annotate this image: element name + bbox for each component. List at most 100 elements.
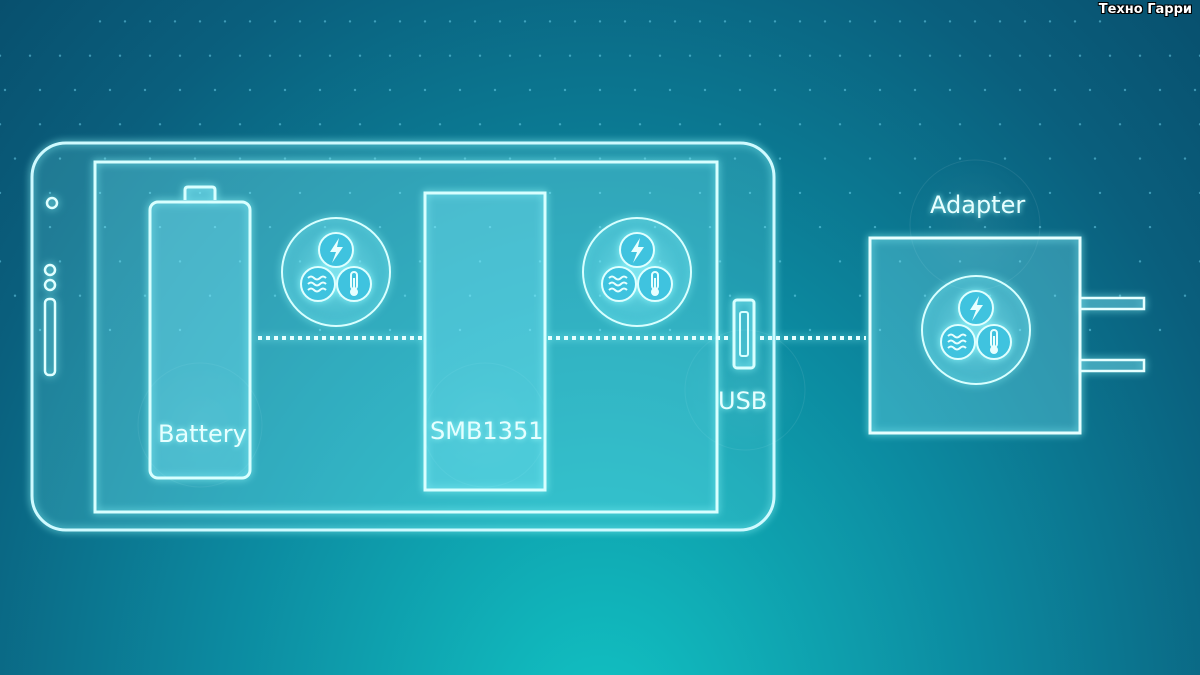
background-dot: [1048, 54, 1052, 57]
background-dot: [58, 157, 62, 160]
background-dot: [1138, 157, 1142, 160]
background-dot: [958, 157, 962, 160]
background-dot: [798, 191, 802, 195]
background-dot: [1098, 20, 1102, 23]
background-dot: [843, 88, 847, 92]
background-dot: [238, 54, 242, 57]
usb-port: [732, 298, 756, 370]
smb1351-chip: [423, 191, 547, 492]
background-dot: [858, 294, 862, 297]
battery-block: [148, 185, 252, 480]
background-dot: [268, 54, 272, 57]
background-dot: [458, 328, 462, 332]
background-dot: [838, 54, 842, 57]
background-dot: [598, 225, 602, 229]
background-dot: [38, 88, 42, 92]
background-dot: [373, 157, 377, 160]
chip-label: SMB1351: [430, 417, 544, 445]
background-dot: [1053, 294, 1057, 297]
background-dot: [1158, 88, 1162, 92]
background-dot: [278, 123, 282, 126]
background-dot: [1158, 123, 1162, 126]
background-dot: [1148, 225, 1152, 229]
background-dot: [808, 328, 812, 332]
background-dot: [238, 157, 242, 160]
background-dot: [398, 20, 402, 23]
background-dot: [1093, 225, 1097, 229]
background-dot: [558, 123, 562, 126]
background-dot: [548, 20, 552, 23]
background-dot: [98, 20, 102, 23]
background-dot: [348, 20, 352, 23]
background-dot: [898, 260, 902, 263]
background-dot: [1148, 191, 1152, 195]
background-dot: [78, 294, 82, 297]
background-dot: [498, 20, 502, 23]
background-dot: [73, 88, 77, 92]
background-dot: [433, 225, 437, 229]
background-dot: [1053, 88, 1057, 92]
background-dot: [598, 123, 602, 126]
background-dot: [973, 20, 977, 23]
background-dot: [318, 88, 322, 92]
background-dot: [213, 88, 217, 92]
background-dot: [563, 88, 567, 92]
background-dot: [38, 328, 42, 332]
background-dot: [1108, 54, 1112, 57]
background-dot: [158, 225, 162, 229]
background-dot: [1048, 20, 1052, 23]
background-dot: [778, 260, 782, 263]
background-dot: [548, 191, 552, 195]
phone-button: [43, 297, 57, 377]
background-dot: [763, 225, 767, 229]
background-dot: [748, 191, 752, 195]
background-dot: [1158, 328, 1162, 332]
background-dot: [1093, 157, 1097, 160]
background-dot: [818, 225, 822, 229]
adapter-prong: [1078, 358, 1146, 373]
background-dot: [88, 54, 92, 57]
background-dot: [913, 157, 917, 160]
background-dot: [3, 88, 7, 92]
background-dot: [328, 54, 332, 57]
background-dot: [538, 54, 542, 57]
background-dot: [223, 20, 227, 23]
background-dot: [173, 20, 177, 23]
background-dot: [1123, 88, 1127, 92]
background-dot: [703, 88, 707, 92]
background-dot: [143, 294, 147, 297]
background-dot: [298, 54, 302, 57]
background-dot: [148, 157, 152, 160]
background-dot: [1138, 54, 1142, 57]
background-dot: [328, 157, 332, 160]
background-dot: [28, 54, 32, 57]
background-dot: [468, 294, 472, 297]
background-dot: [108, 88, 112, 92]
background-dot: [48, 191, 52, 195]
background-dot: [598, 20, 602, 23]
background-dot: [488, 225, 492, 229]
background-dot: [423, 88, 427, 92]
background-dot: [323, 20, 327, 23]
background-dot: [1098, 191, 1102, 195]
background-dot: [473, 20, 477, 23]
background-dot: [728, 294, 732, 297]
background-dot: [358, 123, 362, 126]
background-dot: [13, 157, 17, 160]
background-dot: [118, 54, 122, 57]
background-dot: [98, 191, 102, 195]
background-dot: [598, 54, 602, 57]
background-dot: [358, 54, 362, 57]
background-dot: [1088, 88, 1092, 92]
background-dot: [598, 157, 602, 160]
background-dot: [13, 294, 17, 297]
background-dot: [628, 54, 632, 57]
background-dot: [668, 328, 672, 332]
background-dot: [598, 191, 602, 195]
background-dot: [958, 123, 962, 126]
background-dot: [848, 191, 852, 195]
background-dot: [688, 54, 692, 57]
background-dot: [823, 157, 827, 160]
background-dot: [103, 157, 107, 160]
background-dot: [318, 123, 322, 126]
